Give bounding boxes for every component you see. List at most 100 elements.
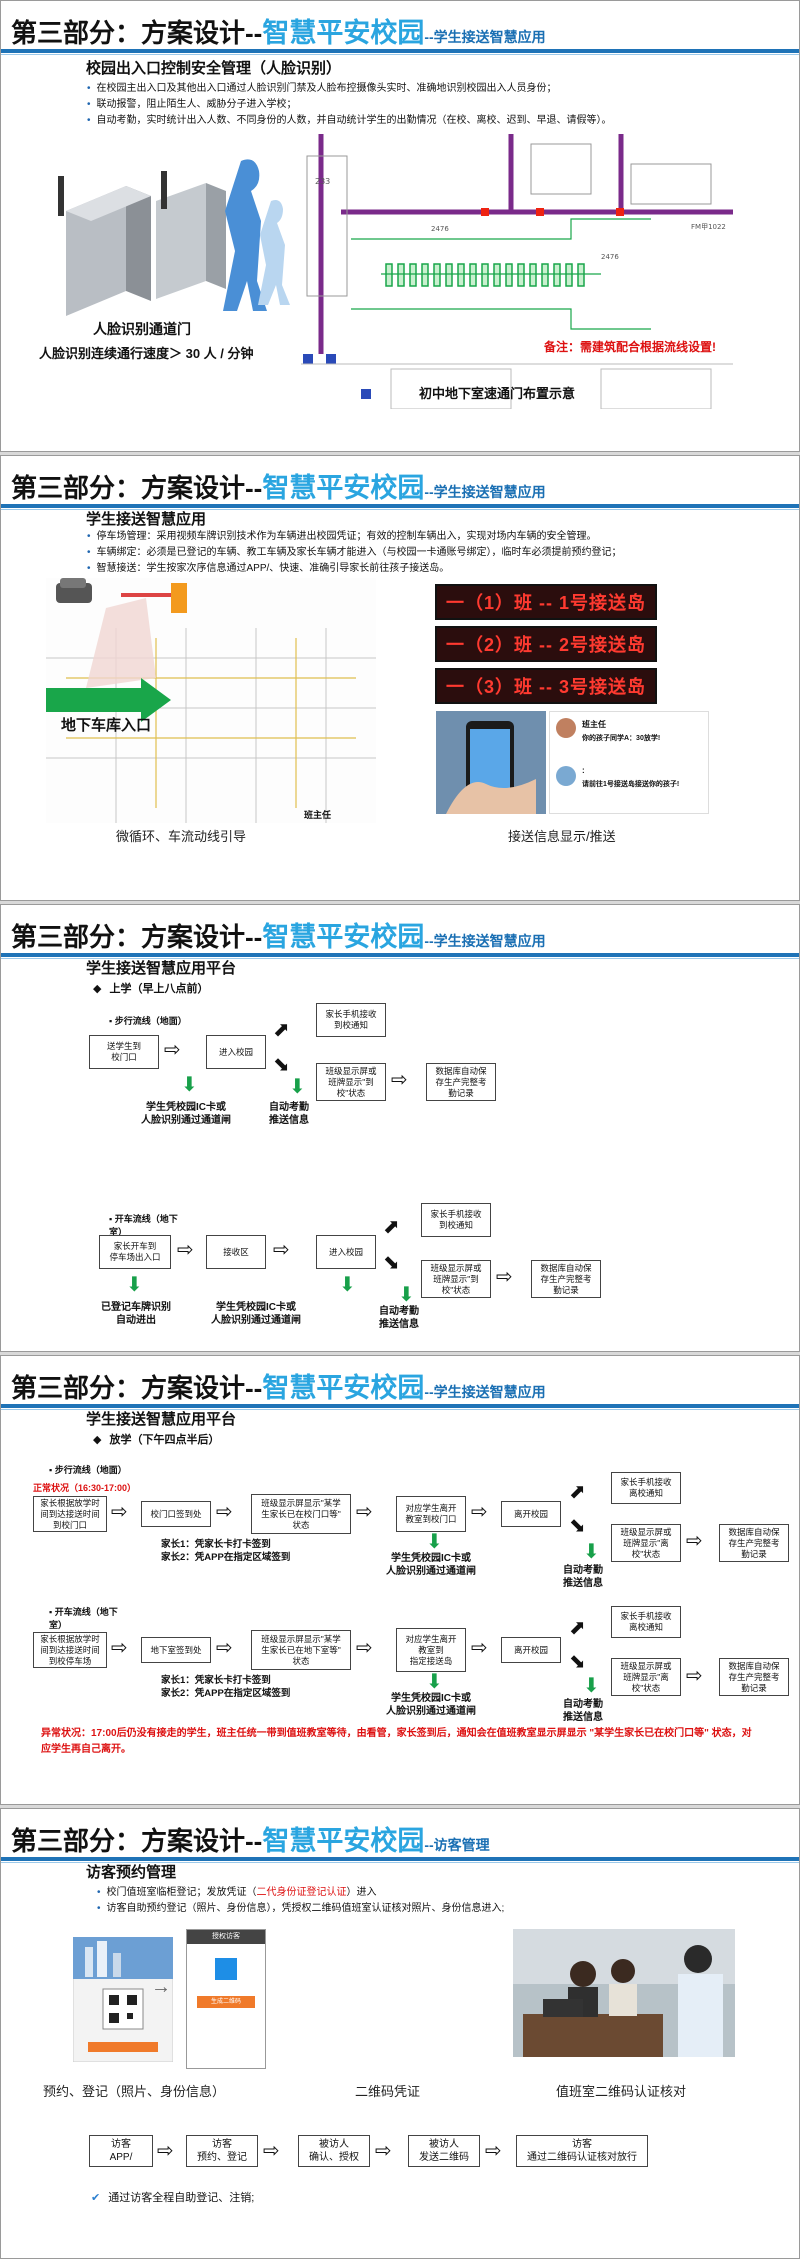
car-note-1: 学生凭校园IC卡或 人脸识别通过通道闸 bbox=[386, 1693, 476, 1717]
flow-box: 数据库自动保 存生产完整考 勤记录 bbox=[719, 1524, 789, 1562]
flow-box: 家长手机接收 离校通知 bbox=[611, 1472, 681, 1504]
arrow-down-right-icon: ⬊ bbox=[383, 1252, 400, 1274]
footer-note: ✔通过访客全程自助登记、注销; bbox=[91, 2192, 255, 2204]
flow-box: 家长根据放学时 间到达接送时间 到校停车场 bbox=[33, 1632, 107, 1668]
flow-box: 访客 通过二维码认证核对放行 bbox=[516, 2135, 648, 2167]
flow-box: 离开校园 bbox=[501, 1501, 561, 1527]
teacher-label: 班主任 bbox=[304, 810, 332, 820]
svg-text:2476: 2476 bbox=[601, 253, 619, 261]
flow-box: 访客 APP/ bbox=[89, 2135, 153, 2167]
slide-visitor-management: 第三部分：方案设计--智慧平安校园--访客管理 访客预约管理 校门值班室临柜登记… bbox=[0, 1808, 800, 2259]
caption-registration: 预约、登记（照片、身份信息） bbox=[43, 2084, 226, 2099]
time-section: 上学（早上八点前） bbox=[93, 983, 208, 996]
flow-box: 家长手机接收 到校通知 bbox=[421, 1203, 491, 1237]
floor-plan-diagram: 233 2476 2476 FM甲1022 bbox=[301, 134, 733, 409]
bullet-list: 校门值班室临柜登记；发放凭证（二代身份证登记认证）进入 访客自助预约登记（照片、… bbox=[97, 1885, 505, 1917]
svg-text:233: 233 bbox=[315, 177, 330, 186]
car-label: ▪ 开车流线（地下 室） bbox=[49, 1607, 118, 1630]
duty-room-photo bbox=[513, 1929, 735, 2057]
flow-caption: 微循环、车流动线引导 bbox=[116, 829, 247, 844]
bullet-list: 停车场管理：采用视频车牌识别技术作为车辆进出校园凭证；有效的控制车辆出入，实现对… bbox=[87, 529, 622, 577]
flow-box: 被访人 发送二维码 bbox=[408, 2135, 480, 2167]
arrow-right-icon: ⇨ bbox=[164, 1039, 181, 1061]
arrow-down-icon: ⬇ bbox=[181, 1074, 198, 1096]
arrow-right-icon: ⇨ bbox=[111, 1501, 128, 1523]
car-note-3: 自动考勤 推送信息 bbox=[379, 1306, 419, 1330]
led-display-line-2: 一（2）班 -- 2号接送岛 bbox=[435, 626, 657, 662]
flow-box: 班级显示屏或 班牌显示"离 校"状态 bbox=[611, 1524, 681, 1562]
walk-note-1: 学生凭校园IC卡或 人脸识别通过通道闸 bbox=[141, 1102, 231, 1126]
arrow-right-icon: ⇨ bbox=[263, 2140, 280, 2162]
phone-in-hand-image bbox=[436, 711, 546, 814]
arrow-up-right-icon: ⬈ bbox=[569, 1481, 586, 1503]
caption-duty-room: 值班室二维码认证核对 bbox=[556, 2084, 687, 2099]
slide-face-recognition: 第三部分：方案设计--智慧平安校园--学生接送智慧应用 校园出入口控制安全管理（… bbox=[0, 0, 800, 452]
arrow-right-icon: ⇨ bbox=[471, 1637, 488, 1659]
section-heading: 学生接送智慧应用平台 bbox=[86, 1411, 237, 1428]
flow-box: 家长手机接收 到校通知 bbox=[316, 1003, 386, 1037]
arrow-right-icon: → bbox=[151, 1976, 171, 1998]
time-section: 放学（下午四点半后） bbox=[93, 1434, 219, 1447]
section-heading: 访客预约管理 bbox=[86, 1864, 177, 1881]
normal-status-label: 正常状况（16:30-17:00） bbox=[33, 1483, 137, 1493]
flow-box: 地下室签到处 bbox=[141, 1637, 211, 1663]
registration-phone-image bbox=[73, 1937, 173, 2062]
flow-box: 班级显示屏显示"某学 生家长已在校门口等" 状态 bbox=[251, 1494, 351, 1534]
display-caption: 接送信息显示/推送 bbox=[508, 829, 616, 844]
arrow-right-icon: ⇨ bbox=[216, 1637, 233, 1659]
arrow-right-icon: ⇨ bbox=[177, 1239, 194, 1261]
flow-box: 数据库自动保 存生产完整考 勤记录 bbox=[426, 1063, 496, 1101]
chat-panel: 班主任 你的孩子同学A：30放学! : 请前往1号接送岛接送你的孩子! bbox=[549, 711, 709, 814]
arrow-down-right-icon: ⬊ bbox=[273, 1054, 290, 1076]
caption-qr: 二维码凭证 bbox=[355, 2084, 421, 2099]
parking-flow-map bbox=[46, 578, 376, 823]
plan-note: 备注：需建筑配合根据流线设置! bbox=[544, 340, 716, 354]
walk-note-1: 学生凭校园IC卡或 人脸识别通过通道闸 bbox=[386, 1553, 476, 1577]
flow-box: 班级显示屏或 班牌显示"到 校"状态 bbox=[421, 1260, 491, 1298]
arrow-right-icon: ⇨ bbox=[216, 1501, 233, 1523]
slide-title: 第三部分：方案设计--智慧平安校园--学生接送智慧应用 bbox=[11, 473, 546, 503]
slide-title: 第三部分：方案设计--智慧平安校园--访客管理 bbox=[11, 1826, 490, 1856]
car-note-2: 学生凭校园IC卡或 人脸识别通过通道闸 bbox=[211, 1302, 301, 1326]
flow-box: 离开校园 bbox=[501, 1637, 561, 1663]
slide-title: 第三部分：方案设计--智慧平安校园--学生接送智慧应用 bbox=[11, 922, 546, 952]
generate-qr-button[interactable]: 生成二维码 bbox=[197, 1996, 255, 2008]
flow-box: 进入校园 bbox=[316, 1235, 376, 1269]
led-display-line-1: 一（1）班 -- 1号接送岛 bbox=[435, 584, 657, 620]
flow-box: 班级显示屏显示"某学 生家长已在地下室等" 状态 bbox=[251, 1630, 351, 1670]
arrow-right-icon: ⇨ bbox=[375, 2140, 392, 2162]
arrow-down-icon: ⬇ bbox=[398, 1284, 415, 1306]
car-label: ▪ 开车流线（地下 室） bbox=[109, 1214, 178, 1237]
flow-box: 家长开车到 停车场出入口 bbox=[99, 1235, 171, 1269]
car-note-1: 已登记车牌识别 自动进出 bbox=[101, 1302, 171, 1326]
section-heading: 校园出入口控制安全管理（人脸识别） bbox=[86, 60, 342, 77]
walk-note-2: 自动考勤 推送信息 bbox=[269, 1102, 309, 1126]
section-heading: 学生接送智慧应用 bbox=[86, 511, 207, 528]
arrow-right-icon: ⇨ bbox=[111, 1637, 128, 1659]
arrow-right-icon: ⇨ bbox=[471, 1501, 488, 1523]
arrow-right-icon: ⇨ bbox=[496, 1266, 513, 1288]
flow-box: 校门口签到处 bbox=[141, 1501, 211, 1527]
car-note-2: 自动考勤 推送信息 bbox=[563, 1699, 603, 1723]
slide-afternoon-flow: 第三部分：方案设计--智慧平安校园--学生接送智慧应用 学生接送智慧应用平台 放… bbox=[0, 1355, 800, 1805]
flow-box: 被访人 确认、授权 bbox=[298, 2135, 370, 2167]
gate-caption: 人脸识别通道门 bbox=[93, 321, 191, 337]
avatar bbox=[556, 718, 576, 738]
arrow-down-icon: ⬇ bbox=[289, 1076, 306, 1098]
flow-box: 数据库自动保 存生产完整考 勤记录 bbox=[531, 1260, 601, 1298]
arrow-down-icon: ⬇ bbox=[426, 1531, 443, 1553]
arrow-down-icon: ⬇ bbox=[583, 1541, 600, 1563]
flow-box: 数据库自动保 存生产完整考 勤记录 bbox=[719, 1658, 789, 1696]
walk-parent-note: 家长1：凭家长卡打卡签到 家长2：凭APP在指定区域签到 bbox=[161, 1539, 291, 1563]
arrow-down-icon: ⬇ bbox=[583, 1675, 600, 1697]
flow-box: 家长手机接收 离校通知 bbox=[611, 1606, 681, 1638]
face-gate-illustration bbox=[58, 159, 290, 316]
flow-box: 班级显示屏或 班牌显示"离 校"状态 bbox=[611, 1658, 681, 1696]
check-icon: ✔ bbox=[91, 2192, 101, 2204]
title-rule bbox=[1, 49, 799, 53]
car-parent-note: 家长1：凭家长卡打卡签到 家长2：凭APP在指定区域签到 bbox=[161, 1675, 291, 1699]
arrow-right-icon: ⇨ bbox=[686, 1665, 703, 1687]
flow-box: 对应学生离开 教室到 指定接送岛 bbox=[396, 1628, 466, 1672]
qr-phone-screen: 授权访客 生成二维码 bbox=[186, 1929, 266, 2069]
svg-text:FM甲1022: FM甲1022 bbox=[691, 223, 726, 231]
